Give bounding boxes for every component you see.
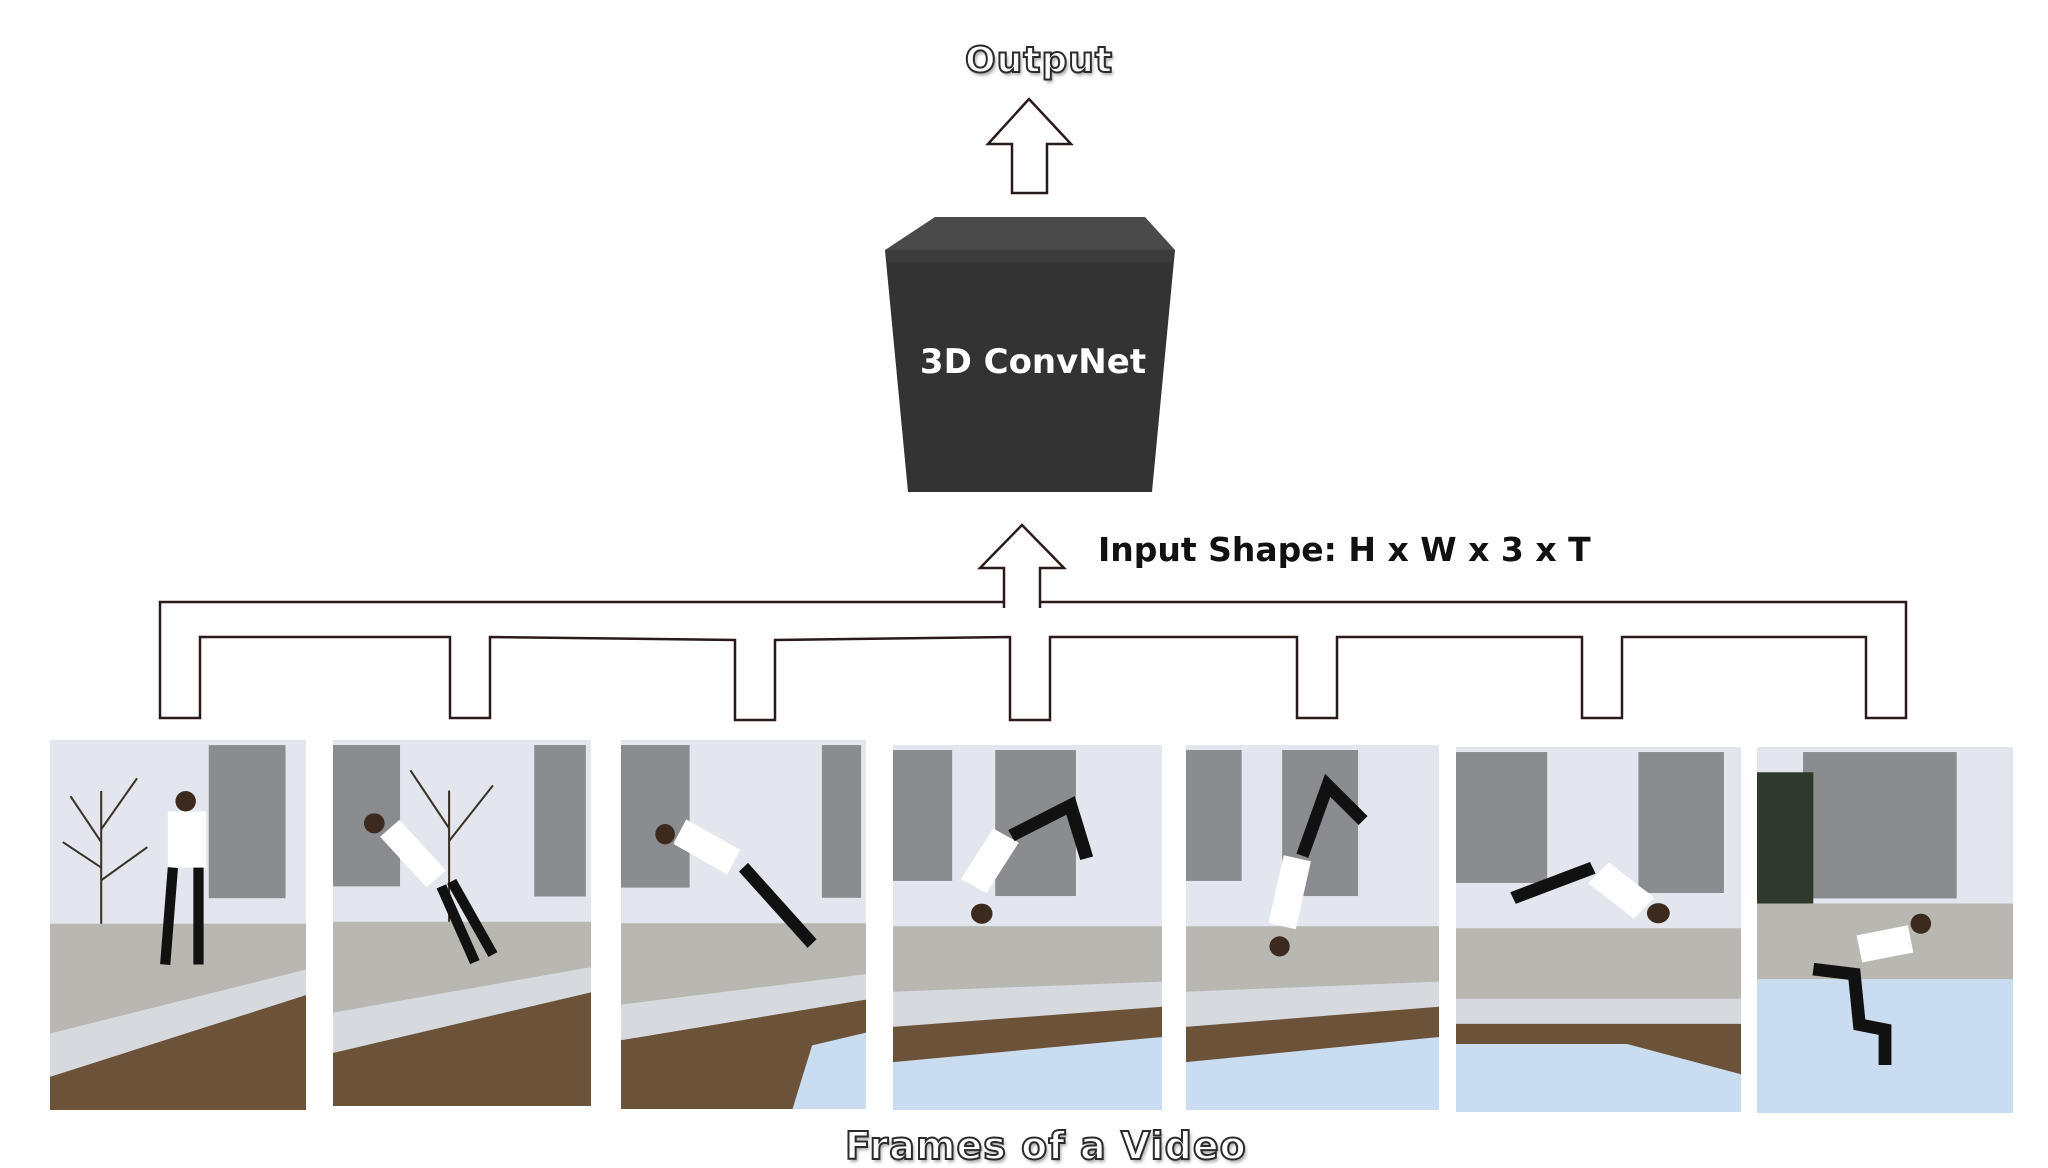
video-frame-2 <box>333 740 591 1106</box>
video-frame-6 <box>1456 747 1741 1112</box>
video-frame-4 <box>893 745 1162 1110</box>
convnet-cube <box>885 217 1175 492</box>
cube-edge-shade <box>885 250 1175 262</box>
output-label: Output <box>964 39 1114 82</box>
cube-front-face <box>885 250 1175 492</box>
frame-connector <box>158 600 1908 722</box>
input-arrow <box>977 523 1067 608</box>
video-frame-3 <box>621 740 866 1109</box>
input-shape-label: Input Shape: H x W x 3 x T <box>1098 530 1591 569</box>
output-arrow <box>985 97 1074 195</box>
video-frame-1 <box>50 740 306 1110</box>
convnet-label: 3D ConvNet <box>919 342 1147 382</box>
video-frame-5 <box>1186 745 1439 1110</box>
cube-top-face <box>885 217 1175 250</box>
frames-label: Frames of a Video <box>844 1123 1247 1168</box>
video-frame-7 <box>1757 747 2013 1113</box>
